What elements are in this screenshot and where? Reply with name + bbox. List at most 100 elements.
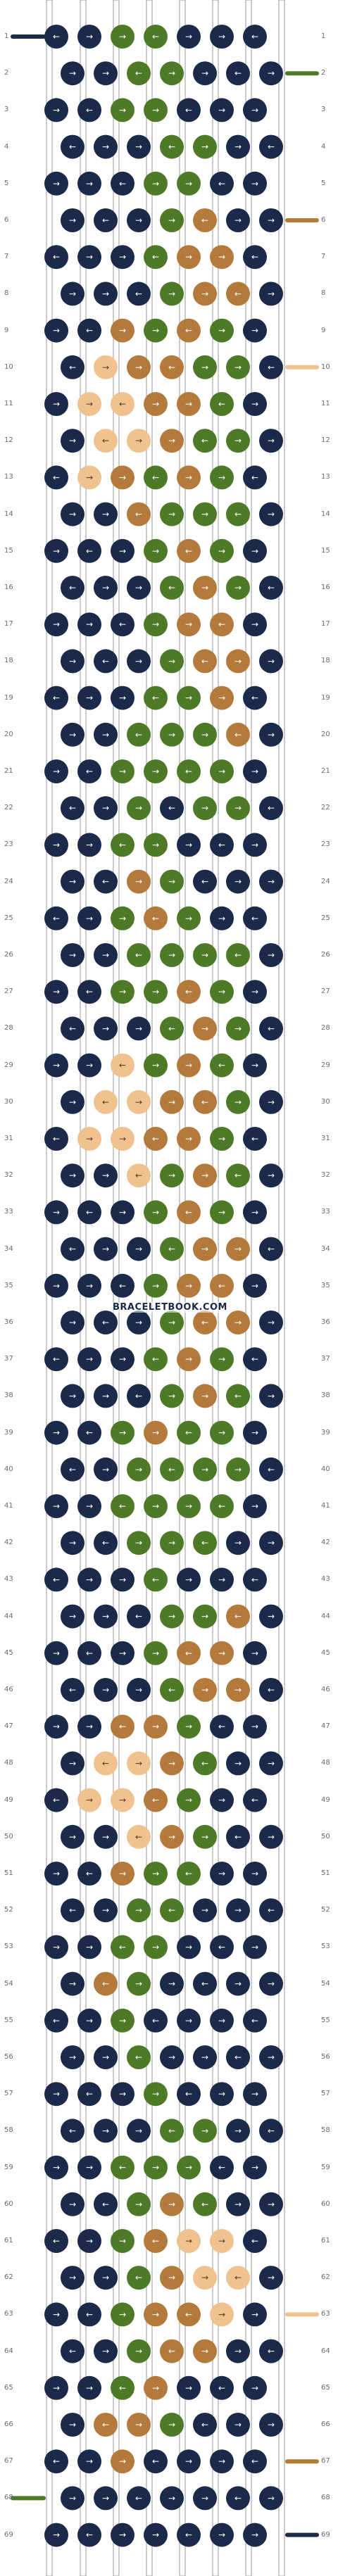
knot: [160, 796, 184, 821]
knot-arrow-icon: →: [268, 1538, 275, 1548]
knot-arrow-icon: →: [119, 2456, 126, 2466]
row-number-left: 54: [4, 1979, 13, 1988]
row-number-right: 69: [321, 2530, 330, 2539]
knot: [77, 833, 101, 857]
knot: [193, 1016, 217, 1041]
knot: [111, 1200, 134, 1225]
knot: [226, 1971, 250, 1996]
knot: [226, 722, 250, 747]
knot-arrow-icon: →: [135, 1538, 142, 1548]
knot-arrow-icon: →: [251, 1648, 258, 1658]
row-number-left: 52: [4, 1906, 13, 1914]
knot: [94, 61, 118, 86]
row-number-left: 25: [4, 914, 13, 922]
knot-arrow-icon: →: [102, 803, 109, 813]
knot: [94, 208, 118, 232]
knot-arrow-icon: →: [234, 436, 242, 446]
row-number-right: 36: [321, 1318, 330, 1326]
knot-arrow-icon: ←: [234, 2493, 242, 2503]
knot-arrow-icon: →: [251, 2163, 258, 2173]
knot-arrow-icon: →: [251, 987, 258, 997]
knot: [61, 208, 84, 232]
knot-arrow-icon: →: [135, 436, 142, 446]
knot-arrow-icon: ←: [152, 32, 159, 42]
knot: [77, 245, 101, 270]
knot: [94, 1751, 118, 1776]
knot: [44, 2229, 68, 2253]
knot: [111, 1862, 134, 1886]
knot: [77, 686, 101, 710]
knot: [61, 1311, 84, 1334]
knot-arrow-icon: ←: [218, 2163, 225, 2173]
knot-arrow-icon: →: [102, 2347, 109, 2356]
knot: [259, 429, 283, 453]
knot-arrow-icon: ←: [218, 1061, 225, 1071]
knot-arrow-icon: ←: [86, 1869, 93, 1879]
knot-arrow-icon: →: [86, 2163, 93, 2173]
knot-arrow-icon: →: [102, 510, 109, 519]
knot-arrow-icon: ←: [102, 656, 109, 666]
knot-arrow-icon: →: [268, 1758, 275, 1768]
knot-arrow-icon: →: [135, 1758, 142, 1768]
knot-arrow-icon: →: [119, 472, 126, 482]
knot: [160, 502, 184, 526]
knot-arrow-icon: ←: [102, 2199, 109, 2209]
knot: [259, 1531, 283, 1555]
knot: [193, 1237, 217, 1261]
knot-arrow-icon: ←: [152, 1574, 159, 1584]
row-number-left: 36: [4, 1318, 13, 1326]
knot: [259, 1090, 283, 1114]
knot: [61, 649, 84, 674]
knot: [94, 1384, 118, 1408]
row-number-right: 7: [321, 253, 326, 261]
knot: [61, 943, 84, 967]
knot-arrow-icon: →: [218, 1428, 225, 1438]
knot-arrow-icon: ←: [53, 32, 60, 42]
knot-arrow-icon: →: [102, 1023, 109, 1033]
row-number-left: 60: [4, 2199, 13, 2208]
knot-arrow-icon: →: [185, 1501, 192, 1511]
knot: [193, 1751, 217, 1776]
knot: [259, 2339, 283, 2363]
knot-arrow-icon: ←: [135, 1170, 142, 1180]
row-number-left: 69: [4, 2530, 13, 2539]
knot: [111, 1053, 134, 1078]
knot: [94, 1016, 118, 1041]
knot-arrow-icon: →: [119, 987, 126, 997]
knot-arrow-icon: ←: [168, 362, 175, 372]
knot-arrow-icon: ←: [102, 1538, 109, 1548]
row-number-left: 15: [4, 546, 13, 555]
knot-arrow-icon: →: [86, 1061, 93, 1071]
knot-arrow-icon: →: [185, 2236, 192, 2246]
knot-arrow-icon: →: [201, 583, 208, 593]
knot-arrow-icon: ←: [135, 1612, 142, 1622]
knot-arrow-icon: →: [218, 105, 225, 115]
knot-arrow-icon: →: [69, 1538, 76, 1548]
knot-arrow-icon: →: [53, 2383, 60, 2393]
knot: [61, 1090, 84, 1114]
knot-arrow-icon: →: [201, 2126, 208, 2135]
knot: [226, 1604, 250, 1629]
knot: [111, 2008, 134, 2033]
row-number-left: 45: [4, 1648, 13, 1657]
knot-arrow-icon: →: [119, 105, 126, 115]
knot: [160, 1090, 184, 1114]
knot: [77, 2008, 101, 2033]
row-number-left: 31: [4, 1135, 13, 1142]
knot-arrow-icon: →: [152, 2530, 159, 2540]
knot: [226, 649, 250, 674]
knot: [127, 796, 151, 821]
knot: [44, 759, 68, 783]
knot: [94, 2339, 118, 2363]
knot-arrow-icon: →: [119, 1354, 126, 1364]
knot: [61, 429, 84, 453]
knot: [144, 1347, 168, 1372]
knot: [44, 465, 68, 490]
knot: [111, 906, 134, 930]
knot: [144, 1935, 168, 1959]
knot: [111, 25, 134, 49]
row-number-right: 15: [321, 546, 330, 555]
knot: [77, 171, 101, 196]
knot-arrow-icon: ←: [201, 1538, 208, 1548]
knot-arrow-icon: →: [218, 1795, 225, 1805]
